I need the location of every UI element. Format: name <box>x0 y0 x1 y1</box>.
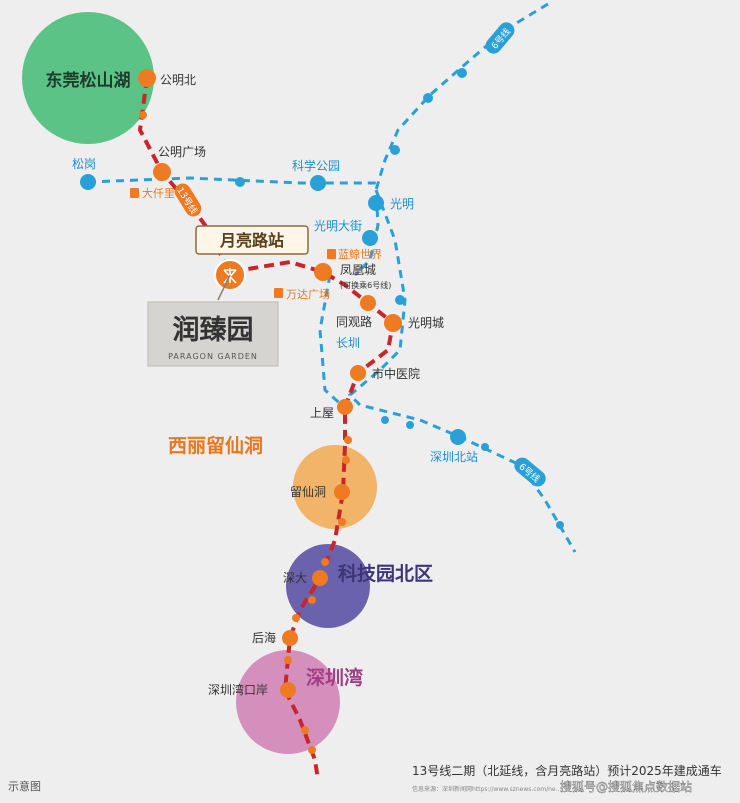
station-shenda-label: 深大 <box>283 571 307 585</box>
zone-shenzhenwan-label: 深圳湾 <box>306 666 363 689</box>
poi-icons <box>130 188 336 298</box>
zone-keji-circle <box>286 544 370 628</box>
station-guangming-label: 光明 <box>390 197 414 211</box>
station-shangwu-label: 上屋 <box>310 406 334 420</box>
station-kexuegongyuan-marker <box>310 175 326 191</box>
line6-minor-stops <box>235 68 564 529</box>
station-fenghuangcheng-marker <box>314 263 332 281</box>
line6-badge-north: 6号线 <box>485 22 515 54</box>
station-songgang-marker <box>80 174 96 190</box>
station-lanjing-label: 蓝鲸世界 <box>338 247 382 261</box>
highlight-station-label: 月亮路站 <box>219 231 284 250</box>
line6-west <box>87 176 376 185</box>
line13-route <box>137 77 396 781</box>
line13-minor-stops <box>139 111 352 754</box>
zone-keji-label: 科技园北区 <box>338 562 433 585</box>
line6-badge-south: 6号线 <box>514 457 546 487</box>
footer-caption: 13号线二期（北延线，含月亮路站）预计2025年建成通车 <box>412 763 722 778</box>
project-name: 润臻园 <box>173 314 254 346</box>
station-shenzhenwankouan-label: 深圳湾口岸 <box>208 682 268 697</box>
project-box: 润臻园 PARAGON GARDEN <box>147 301 279 367</box>
station-guangmingcheng-marker <box>384 314 402 332</box>
station-liuxiandong-marker <box>334 484 350 500</box>
station-fenghuang-note: (可换乘6号线) <box>340 280 391 290</box>
footer-note: 示意图 <box>8 779 41 793</box>
station-songgang-label: 松岗 <box>72 157 96 171</box>
line6-loop <box>318 274 347 410</box>
station-shenzhenwankouan-marker <box>280 682 296 698</box>
station-houhai-marker <box>282 630 298 646</box>
footer-source: 信息来源：深圳新闻网https://www.sznews.com/ne... <box>412 785 561 793</box>
station-changzhen-label: 长圳 <box>336 336 360 350</box>
station-guangming-marker <box>368 195 384 211</box>
station-wanda-label: 万达广场 <box>286 287 330 301</box>
station-gongmingguangchang-marker <box>153 163 171 181</box>
station-shenzhenbei-label: 深圳北站 <box>430 450 478 464</box>
zone-songshan-circle <box>22 12 154 144</box>
station-fenghuangcheng-label: 凤凰城 <box>340 263 376 277</box>
poi-dashili-icon <box>130 188 139 198</box>
project-english-name: PARAGON GARDEN <box>168 352 258 361</box>
poi-wanda-icon <box>274 288 283 298</box>
poi-lanjing-icon <box>327 249 336 259</box>
zone-songshan-label: 东莞松山湖 <box>46 70 131 91</box>
station-guangmingdajie-label: 光明大街 <box>314 219 362 233</box>
zone-xili-circle <box>293 445 377 529</box>
station-houhai-label: 后海 <box>252 630 276 645</box>
station-shizhongyiyuan-marker <box>350 365 366 381</box>
line6-north <box>353 2 549 277</box>
footer-watermark: 搜狐号@搜狐焦点数据站 <box>560 779 692 794</box>
station-shenda-marker <box>312 570 328 586</box>
zone-shenzhenwan-circle <box>236 650 340 754</box>
station-gongmingbei-label: 公明北 <box>160 73 196 87</box>
station-kexuegongyuan-label: 科学公园 <box>292 158 340 173</box>
station-gongmingbei-marker <box>138 69 156 87</box>
station-guangmingcheng-label: 光明城 <box>408 316 444 330</box>
callout-pointer <box>217 274 231 301</box>
station-gongmingguangchang-label: 公明广场 <box>158 145 206 159</box>
station-tongguanlu-marker <box>360 295 376 311</box>
station-shenzhenbei-marker <box>450 429 466 445</box>
station-liuxiandong-label: 留仙洞 <box>290 485 326 499</box>
zone-xili-label: 西丽留仙洞 <box>168 434 263 457</box>
station-guangmingdajie-marker <box>362 230 378 246</box>
station-shizhongyiyuan-label: 市中医院 <box>372 366 420 381</box>
station-markers <box>80 69 466 698</box>
station-tongguanlu-label: 同观路 <box>336 314 372 329</box>
station-dashili-label: 大仟里 <box>142 186 175 200</box>
station-shangwu-marker <box>337 399 353 415</box>
highlight-station-box: 月亮路站 <box>195 225 309 255</box>
